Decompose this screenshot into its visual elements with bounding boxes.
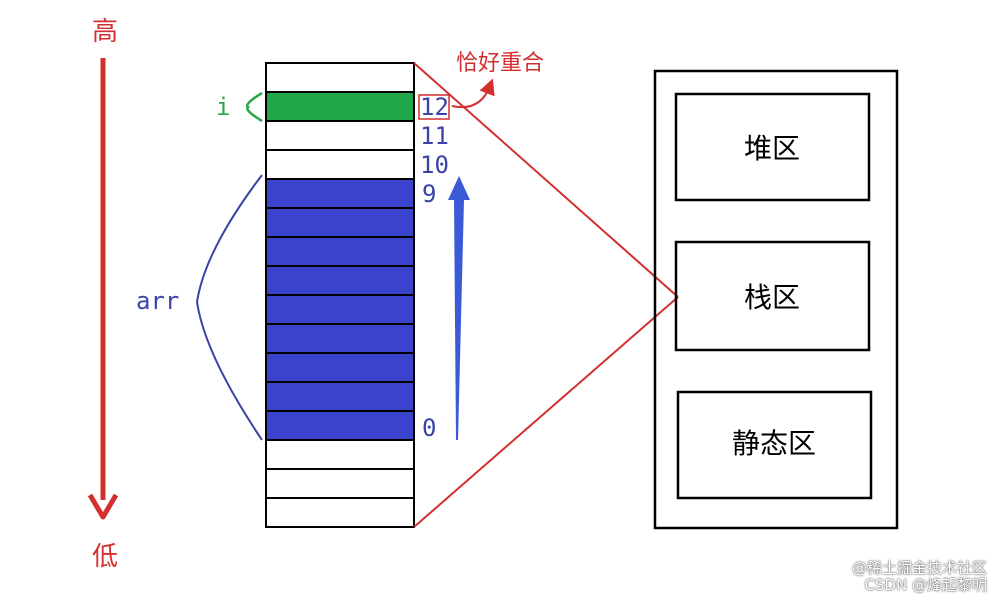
stack-region-box (674, 240, 871, 352)
watermark: @稀土掘金技术社区 CSDN @烽起黎明 (852, 560, 987, 594)
stack-cell-arr (265, 381, 415, 412)
index-9: 9 (422, 180, 436, 208)
stack-cell-arr (265, 207, 415, 238)
index-12: 12 (420, 93, 449, 121)
stack-cell-arr (265, 265, 415, 296)
stack-cell-i (265, 91, 415, 122)
zoom-lines (413, 62, 679, 528)
high-to-low-arrow (87, 58, 119, 520)
stack-cell (265, 439, 415, 470)
stack-cell-arr (265, 352, 415, 383)
static-region-label: 静态区 (732, 427, 816, 460)
index-12-box (418, 94, 450, 120)
stack-region-label: 栈区 (744, 281, 800, 314)
stack-column (265, 62, 415, 528)
index-growth-arrow (448, 176, 470, 440)
static-region-box (676, 390, 873, 500)
label-i: i (216, 93, 230, 121)
stack-cell-arr (265, 294, 415, 325)
label-arr: arr (136, 287, 179, 315)
stack-cell-arr (265, 323, 415, 354)
watermark-line-2: CSDN @烽起黎明 (864, 576, 987, 594)
overlap-arrow (451, 78, 495, 108)
stack-cell-arr (265, 178, 415, 209)
watermark-line-1: @稀土掘金技术社区 (851, 559, 987, 577)
arr-brace (195, 174, 263, 441)
stack-cell (265, 149, 415, 180)
index-0: 0 (422, 414, 436, 442)
heap-region-box (674, 92, 871, 202)
heap-region-label: 堆区 (744, 132, 800, 165)
index-11: 11 (420, 122, 449, 150)
stack-cell (265, 120, 415, 151)
index-10: 10 (420, 151, 449, 179)
label-high: 高 (92, 17, 118, 47)
stack-cell-arr (265, 236, 415, 267)
stack-cell (265, 468, 415, 499)
memory-panel (653, 69, 899, 530)
overlap-note: 恰好重合 (456, 51, 544, 76)
stack-cell (265, 62, 415, 93)
i-brace (246, 91, 263, 123)
label-low: 低 (92, 542, 118, 572)
stack-cell (265, 497, 415, 528)
stack-cell-arr (265, 410, 415, 441)
